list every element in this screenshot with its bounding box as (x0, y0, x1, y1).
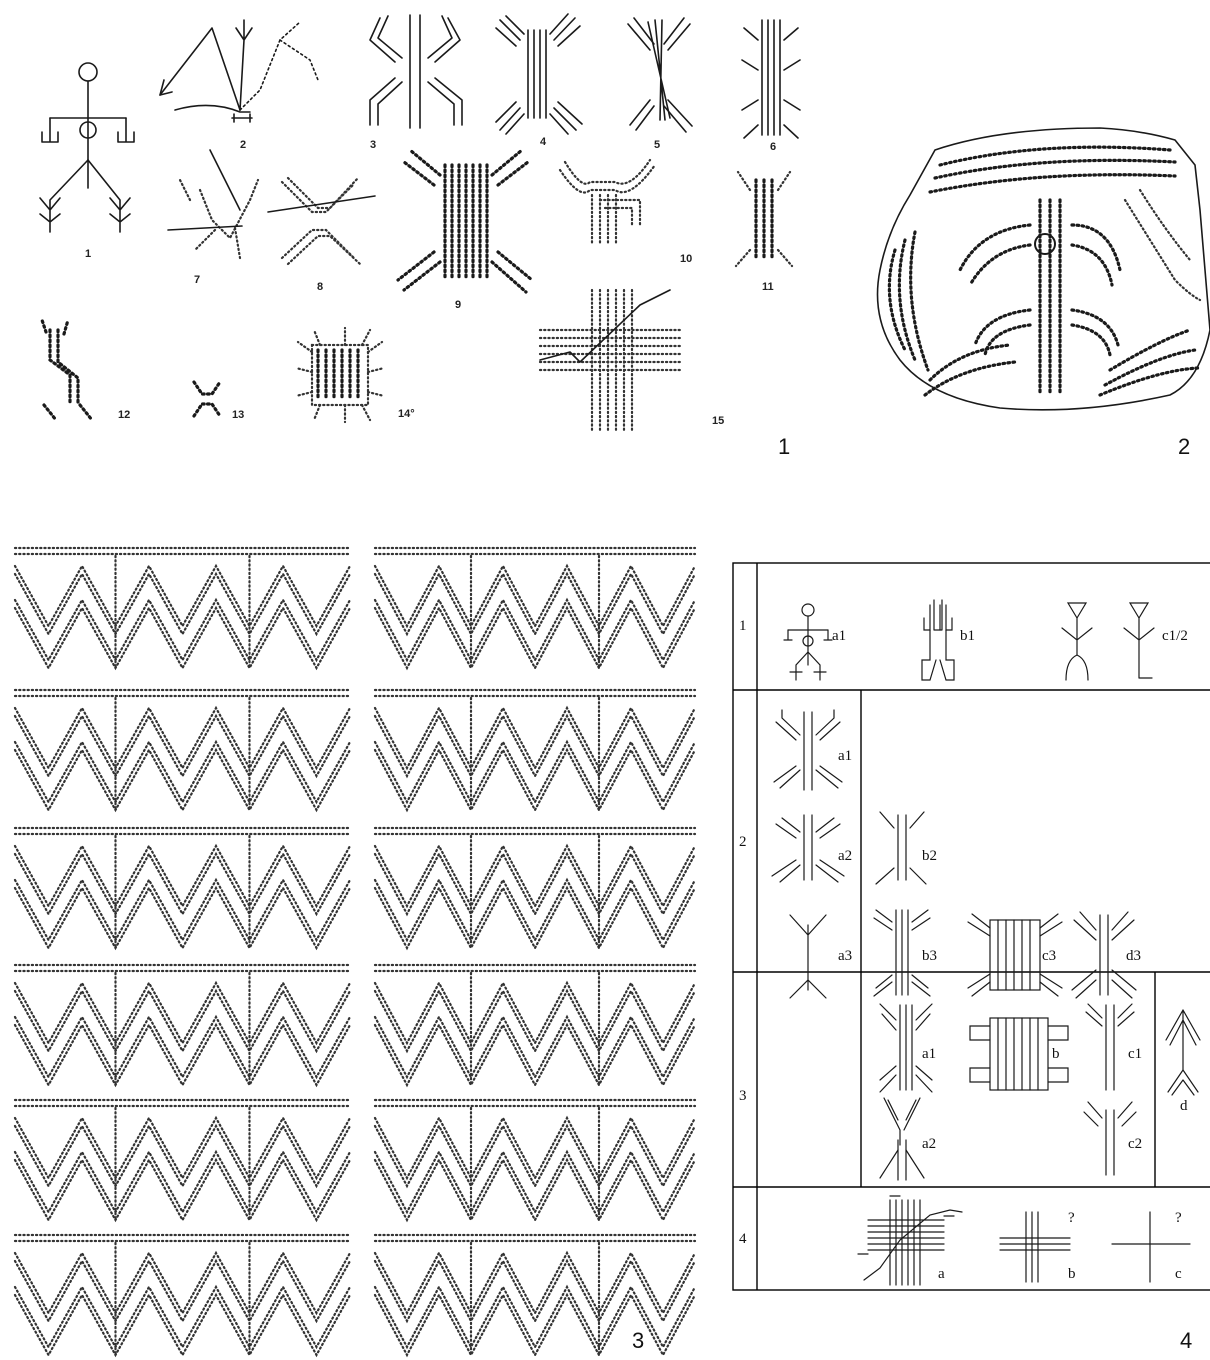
symbol-r2-a3 (790, 915, 826, 998)
label-r3-d: d (1180, 1098, 1188, 1114)
symbol-r3-d (1166, 1010, 1200, 1095)
label-r2-c3: c3 (1042, 948, 1056, 964)
label-r1-c1-2: c1/2 (1162, 628, 1188, 644)
symbol-r2-b2 (876, 812, 926, 884)
label-r1-a1: a1 (832, 628, 846, 644)
label-r2-a3: a3 (838, 948, 852, 964)
symbol-r1-a1 (784, 604, 832, 680)
symbol-r1-c-pair (1062, 603, 1154, 680)
label-r3-b: b (1052, 1046, 1060, 1062)
row-number-1: 1 (739, 618, 747, 634)
panel-number-4: 4 (1180, 1328, 1192, 1354)
label-r2-a1: a1 (838, 748, 852, 764)
symbol-r3-a2 (880, 1098, 924, 1180)
label-r2-d3: d3 (1126, 948, 1141, 964)
label-r4-q2: ? (1175, 1210, 1182, 1226)
label-r4-a: a (938, 1266, 945, 1282)
symbol-r2-a1 (774, 710, 842, 790)
label-r2-b2: b2 (922, 848, 937, 864)
symbol-r2-a2 (772, 815, 844, 882)
label-r3-c2: c2 (1128, 1136, 1142, 1152)
label-r3-c1: c1 (1128, 1046, 1142, 1062)
row-number-3: 3 (739, 1088, 747, 1104)
row-number-4: 4 (739, 1231, 747, 1247)
label-r4-c: c (1175, 1266, 1182, 1282)
row-number-2: 2 (739, 834, 747, 850)
label-r2-a2: a2 (838, 848, 852, 864)
label-r2-b3: b3 (922, 948, 937, 964)
symbol-r4-b (1000, 1212, 1070, 1282)
label-r4-q1: ? (1068, 1210, 1075, 1226)
label-r3-a1: a1 (922, 1046, 936, 1062)
symbol-r4-a (858, 1196, 962, 1285)
label-r3-a2: a2 (922, 1136, 936, 1152)
symbol-r1-b1 (922, 600, 954, 680)
symbol-r3-c1 (1086, 1004, 1134, 1090)
label-r1-b1: b1 (960, 628, 975, 644)
label-r4-b: b (1068, 1266, 1076, 1282)
